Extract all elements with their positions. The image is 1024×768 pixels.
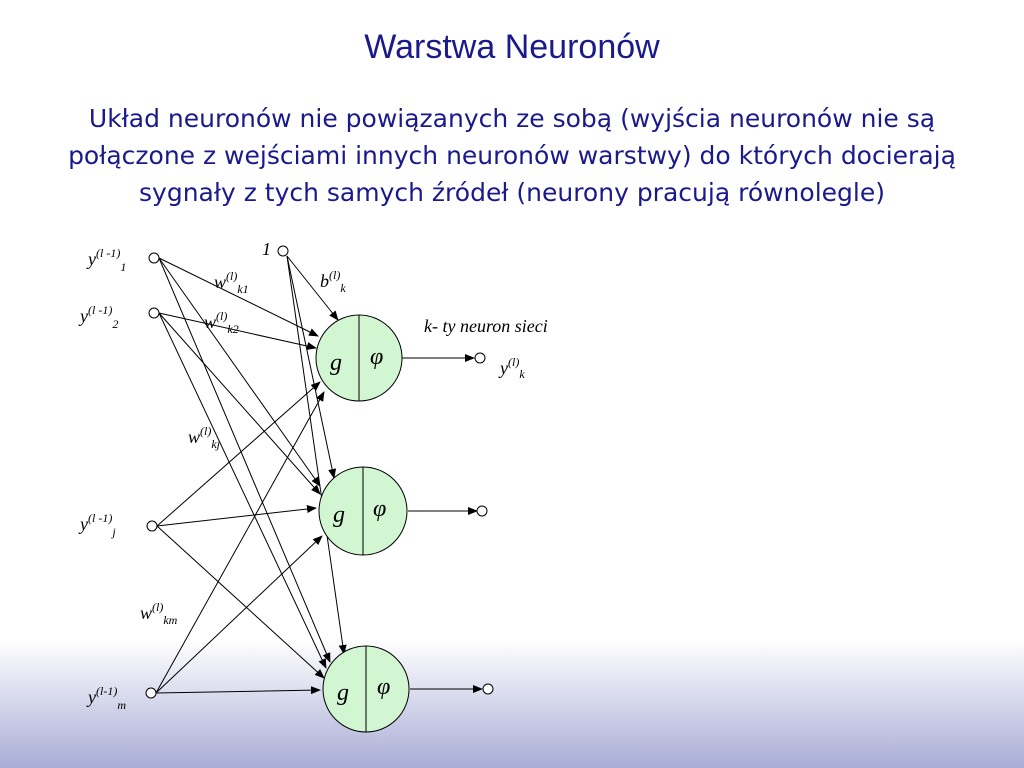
input-label-ym: y(l-1)m	[86, 684, 126, 712]
input-node-y1	[148, 252, 160, 264]
input-node-ym	[145, 687, 157, 699]
bias-weight-label: b(l)k	[320, 268, 346, 295]
connection-yj-n3	[156, 525, 325, 679]
output-node-n1	[474, 352, 486, 364]
bias-input-label: 1	[262, 239, 271, 259]
weight-label-wkj: w(l)kj	[188, 424, 221, 451]
connection-y1-n1	[158, 257, 319, 337]
connection-ym-n3	[155, 686, 321, 695]
slide-title: Warstwa Neuronów	[364, 28, 660, 66]
slide-description: Układ neuronów nie powiązanych ze sobą (…	[68, 104, 956, 207]
connection-y2-n2	[158, 312, 321, 495]
output-node-n2	[476, 505, 488, 517]
neuron-3-g: g	[337, 680, 349, 706]
weight-label-wk1: w(l)k1	[214, 269, 249, 296]
bias-node	[277, 245, 289, 257]
neuron-3: g φ	[322, 645, 410, 733]
neuron-1-phi: φ	[370, 344, 383, 370]
neuron-1: g φ	[315, 314, 403, 402]
neuron-2: g φ	[318, 466, 408, 556]
neuron-2-phi: φ	[373, 496, 386, 522]
connection-y1-n3	[158, 257, 331, 663]
input-node-y2	[148, 307, 160, 319]
neuron-3-phi: φ	[377, 674, 390, 700]
weight-label-wk2: w(l)k2	[204, 309, 239, 336]
connection-yj-n1	[156, 381, 321, 527]
input-nodes	[145, 245, 494, 699]
neuron-caption: k- ty neuron sieci	[424, 316, 548, 336]
connections	[155, 255, 483, 695]
connection-y2-n1	[158, 312, 317, 350]
connection-ym-n2	[155, 535, 323, 694]
connection-bias-n3	[286, 255, 347, 655]
output-label: y(l)k	[498, 355, 525, 381]
connection-bias-n2	[286, 255, 337, 479]
neuron-1-g: g	[330, 350, 342, 376]
output-node-n3	[482, 683, 494, 695]
connection-y2-n3	[158, 312, 327, 669]
neuron-2-g: g	[333, 502, 345, 528]
input-label-y2: y(l -1)2	[78, 303, 118, 331]
input-label-y1: y(l -1)1	[86, 246, 126, 274]
connection-ym-n1	[155, 391, 325, 694]
connection-yj-n2	[156, 505, 317, 527]
input-node-yj	[146, 520, 158, 532]
connection-bias-n1	[286, 255, 339, 321]
input-label-yj: y(l -1)j	[78, 511, 116, 539]
weight-label-wkm: w(l)km	[140, 600, 178, 627]
